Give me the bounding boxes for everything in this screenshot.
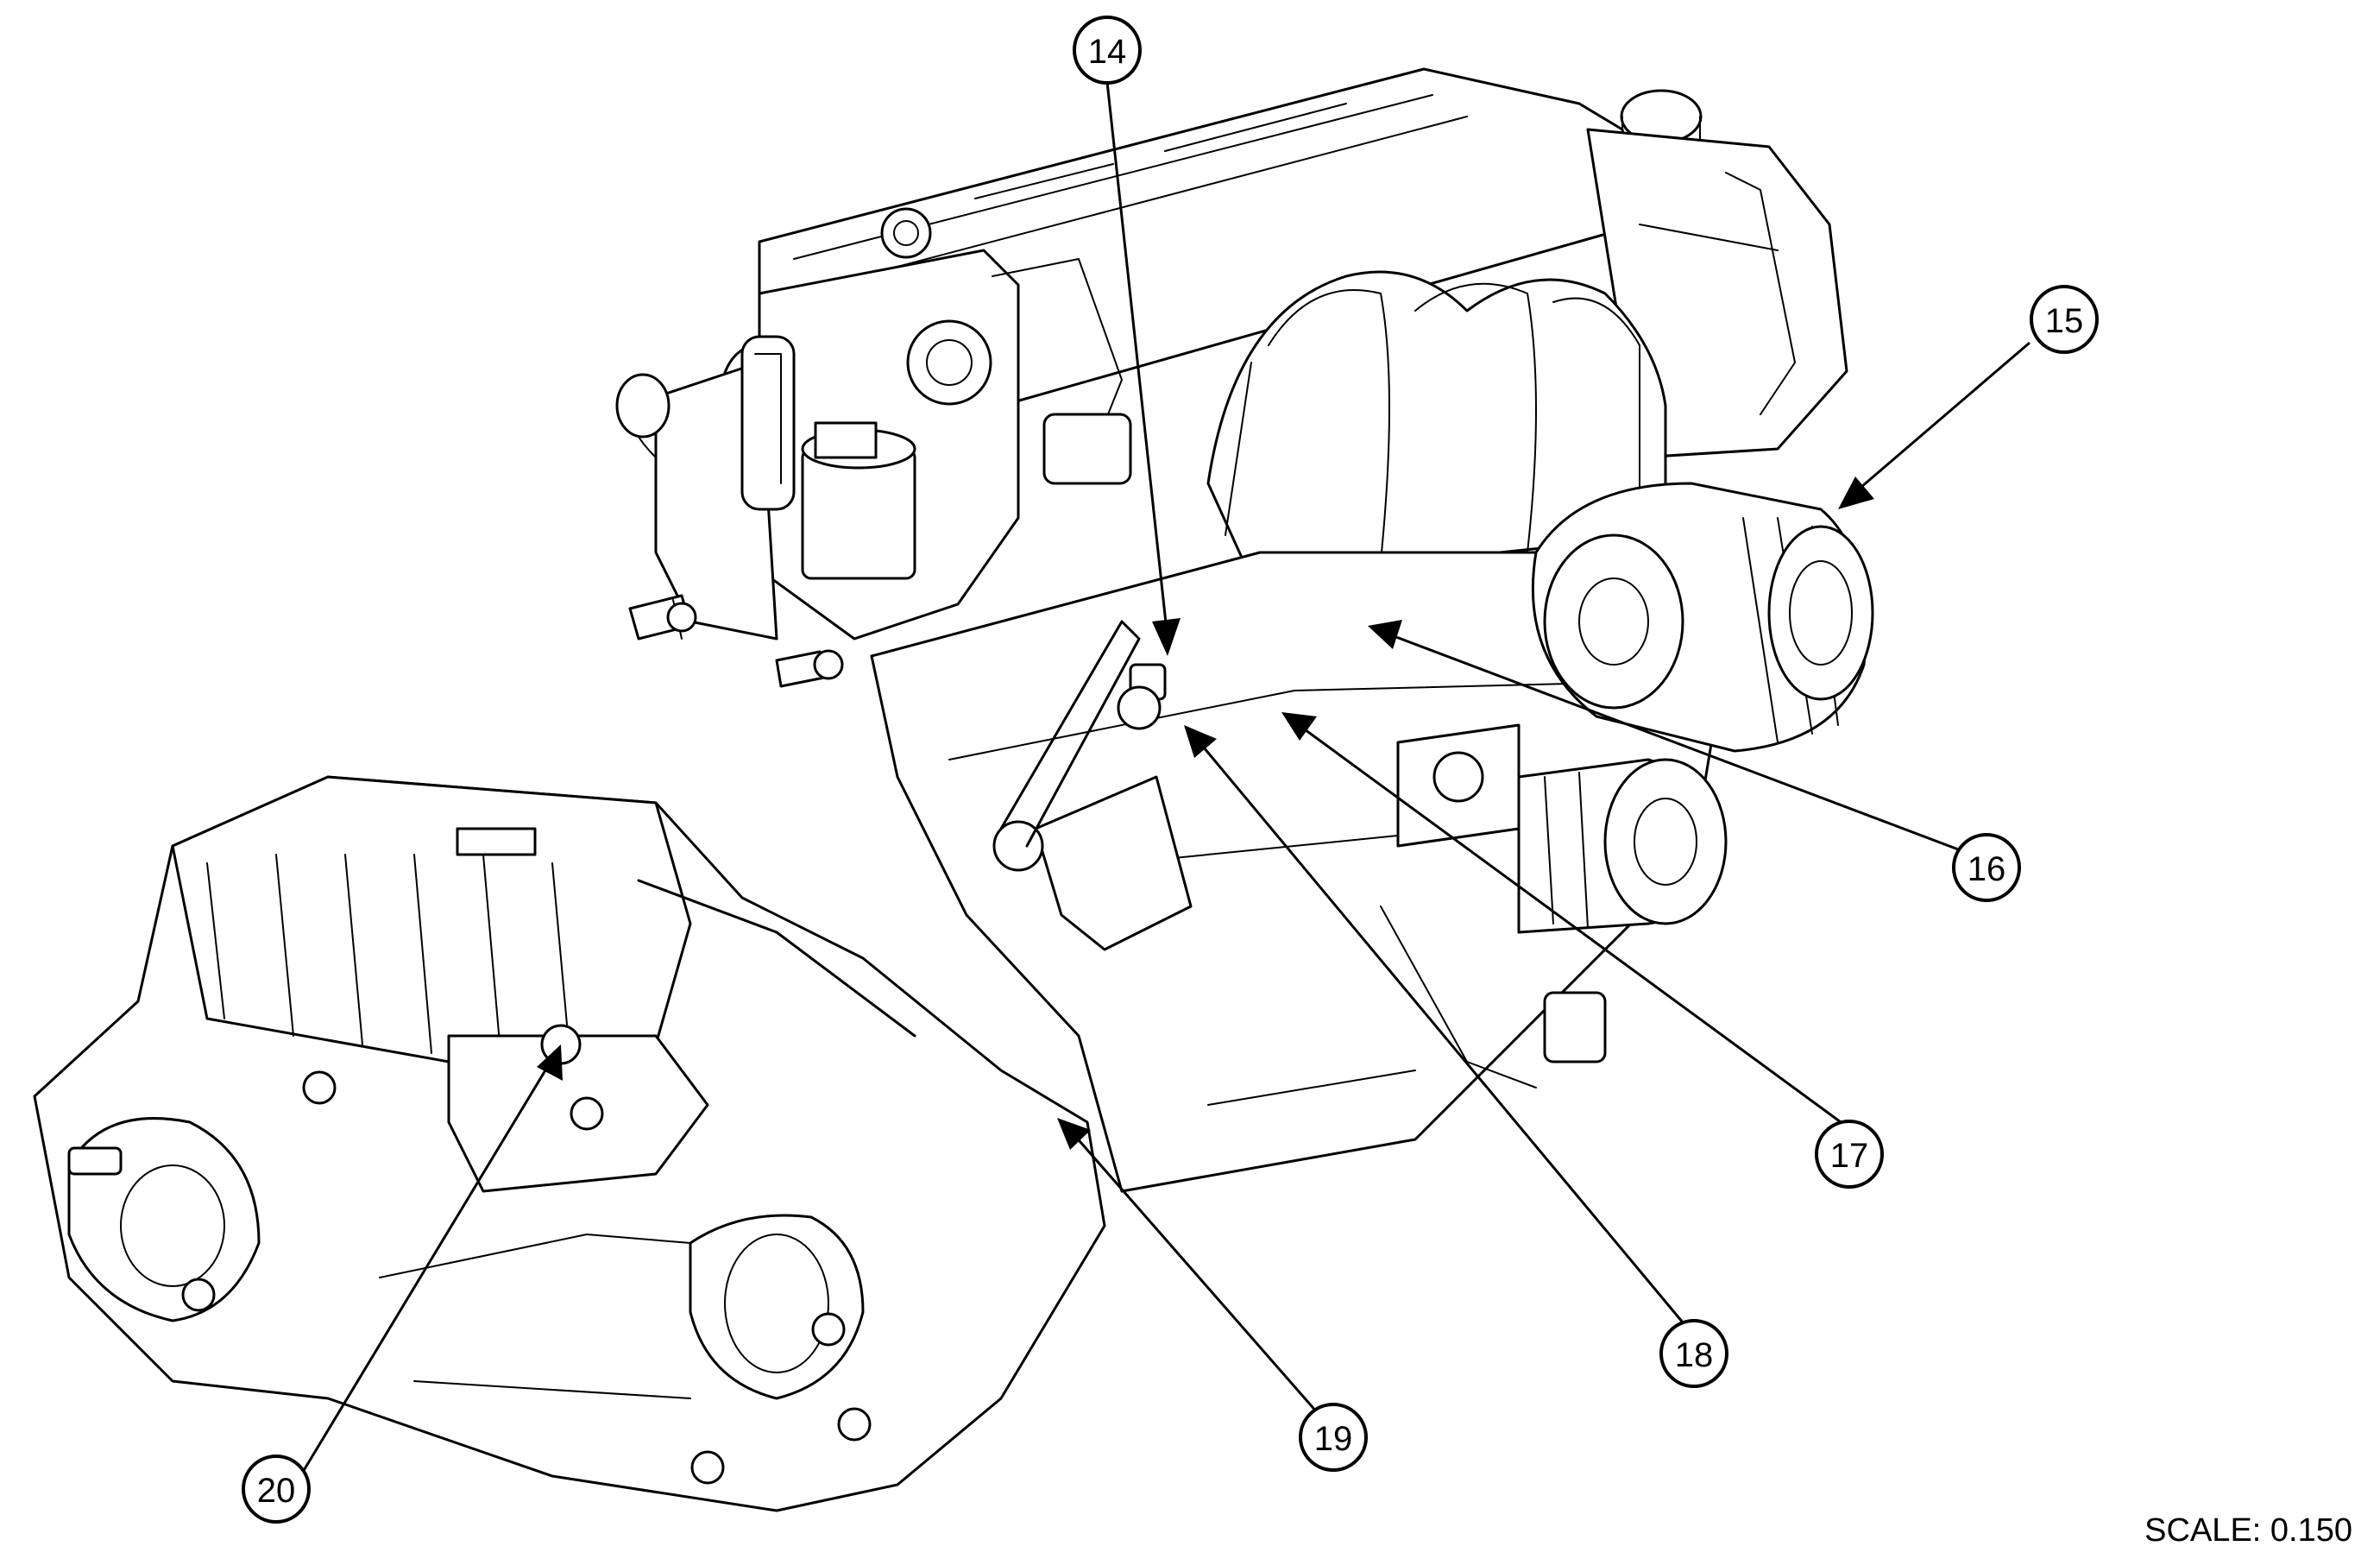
leader-17	[1298, 723, 1848, 1128]
callouts: 14 15 16 17 18 19 20	[242, 16, 2099, 1524]
leader-19	[1073, 1134, 1319, 1414]
leader-14	[1105, 81, 1169, 640]
throttle-body	[629, 249, 1132, 641]
callout-14: 14	[1073, 16, 1142, 85]
callout-label-14: 14	[1088, 33, 1127, 71]
mounting-studs	[628, 594, 844, 688]
arrow-15	[1838, 476, 1874, 509]
leader-18	[1198, 741, 1689, 1328]
right-mount	[1380, 723, 1607, 1089]
callout-20: 20	[242, 1455, 311, 1524]
arrow-14	[1152, 618, 1181, 656]
intake-manifold	[1206, 270, 1667, 580]
leader-15	[1854, 341, 2031, 494]
arrow-20	[537, 1044, 563, 1081]
transaxle-case	[33, 775, 1106, 1512]
arrow-19	[1057, 1118, 1091, 1150]
callout-label-19: 19	[1314, 1420, 1353, 1458]
arrow-16	[1368, 620, 1402, 649]
callout-16: 16	[1952, 833, 2021, 902]
oil-filter	[1517, 758, 1728, 934]
engine-left-bracket	[615, 335, 796, 641]
alternator	[1531, 482, 1874, 753]
callout-label-17: 17	[1830, 1137, 1869, 1175]
starter-motor	[992, 620, 1193, 951]
callout-18: 18	[1659, 1319, 1728, 1388]
leader-16	[1388, 633, 1973, 856]
callout-label-20: 20	[257, 1472, 296, 1510]
callout-15: 15	[2030, 285, 2099, 354]
arrow-17	[1281, 712, 1317, 741]
callout-leaders	[296, 81, 2031, 1481]
callout-label-18: 18	[1675, 1336, 1714, 1374]
callout-label-16: 16	[1968, 850, 2006, 888]
scale-label: SCALE: 0.150	[2144, 1512, 2352, 1549]
arrow-18	[1184, 725, 1217, 758]
callout-19: 19	[1299, 1403, 1368, 1472]
callout-17: 17	[1815, 1120, 1884, 1189]
leader-20	[296, 1061, 552, 1481]
callout-label-15: 15	[2045, 302, 2084, 340]
